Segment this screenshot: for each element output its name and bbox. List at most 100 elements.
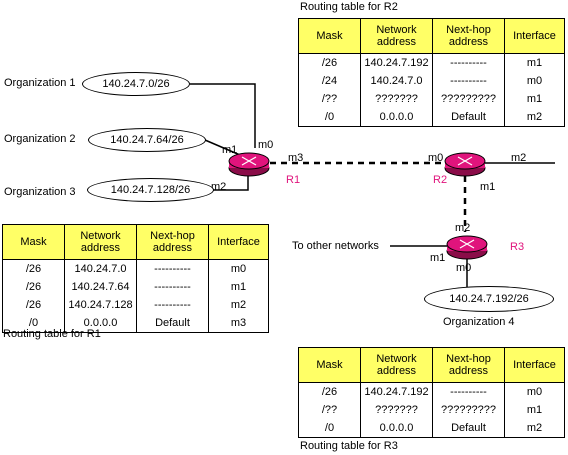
cell-network: 140.24.7.128: [64, 296, 137, 314]
table-row: /26 140.24.7.64 ---------- m1: [2, 278, 269, 296]
table-row: /26 140.24.7.128 ---------- m2: [2, 296, 269, 314]
cell-mask: /26: [2, 296, 65, 314]
cell-interface: m1: [504, 401, 565, 419]
cell-nexthop: ----------: [136, 296, 209, 314]
router-r1-label: R1: [286, 174, 301, 186]
col-header-interface: Interface: [208, 224, 269, 260]
cell-network: 140.24.7.192: [360, 382, 433, 401]
col-header-network: Network address: [360, 18, 433, 54]
cell-nexthop: ?????????: [432, 90, 505, 108]
cell-interface: m1: [504, 53, 565, 72]
col-header-network: Network address: [64, 224, 137, 260]
cell-network: 0.0.0.0: [64, 314, 137, 333]
cell-nexthop: Default: [432, 108, 505, 127]
r1-iface-m3: m3: [288, 152, 304, 164]
table-r3-caption: Routing table for R3: [300, 440, 398, 452]
col-header-mask: Mask: [298, 18, 361, 54]
cell-nexthop: ----------: [136, 259, 209, 278]
col-header-mask: Mask: [298, 347, 361, 383]
cell-interface: m1: [208, 278, 269, 296]
link-org2-r1: [204, 139, 241, 156]
org4-network: 140.24.7.192/26: [424, 286, 554, 312]
col-header-nexthop: Next-hop address: [136, 224, 209, 260]
routing-table-r2: Mask Network address Next-hop address In…: [298, 18, 565, 127]
cell-nexthop: ----------: [432, 72, 505, 90]
table-row: /?? ??????? ????????? m1: [298, 401, 565, 419]
cell-network: 140.24.7.64: [64, 278, 137, 296]
cell-interface: m2: [208, 296, 269, 314]
r3-iface-m0: m0: [456, 262, 472, 274]
r2-iface-m2: m2: [511, 152, 527, 164]
org1-label: Organization 1: [4, 77, 76, 89]
table-header-row: Mask Network address Next-hop address In…: [2, 224, 269, 260]
cell-nexthop: ----------: [136, 278, 209, 296]
r1-iface-m0: m0: [258, 139, 274, 151]
router-r1-icon: [228, 152, 270, 177]
table-r2-caption: Routing table for R2: [300, 1, 398, 13]
col-header-nexthop: Next-hop address: [432, 347, 505, 383]
other-networks-label: To other networks: [292, 240, 379, 252]
cell-mask: /26: [2, 278, 65, 296]
cell-network: ???????: [360, 401, 433, 419]
table-row: /0 0.0.0.0 Default m2: [298, 419, 565, 438]
r1-iface-m2: m2: [211, 181, 227, 193]
cell-network: 140.24.7.0: [360, 72, 433, 90]
cell-mask: /??: [298, 401, 361, 419]
cell-network: 140.24.7.192: [360, 53, 433, 72]
router-r2-icon: [444, 152, 486, 177]
cell-mask: /0: [298, 419, 361, 438]
cell-interface: m0: [208, 259, 269, 278]
link-org3-r1: [213, 176, 249, 191]
table-row: /0 0.0.0.0 Default m3: [2, 314, 269, 333]
cell-mask: /0: [2, 314, 65, 333]
cell-nexthop: ?????????: [432, 401, 505, 419]
link-org1-r1: [190, 83, 256, 148]
cell-network: 0.0.0.0: [360, 419, 433, 438]
table-r1-caption: Routing table for R1: [3, 328, 101, 340]
table-row: /26 140.24.7.0 ---------- m0: [2, 259, 269, 278]
cell-network: ???????: [360, 90, 433, 108]
cell-interface: m2: [504, 419, 565, 438]
r2-iface-m1: m1: [480, 181, 496, 193]
col-header-interface: Interface: [504, 347, 565, 383]
cell-interface: m3: [208, 314, 269, 333]
cell-mask: /26: [2, 259, 65, 278]
col-header-mask: Mask: [2, 224, 65, 260]
cell-nexthop: Default: [432, 419, 505, 438]
cell-nexthop: ----------: [432, 382, 505, 401]
org4-label: Organization 4: [443, 316, 515, 328]
cell-nexthop: Default: [136, 314, 209, 333]
cell-mask: /??: [298, 90, 361, 108]
r3-iface-m2: m2: [455, 222, 471, 234]
cell-interface: m1: [504, 90, 565, 108]
router-r3-label: R3: [510, 241, 525, 253]
router-r3-icon: [446, 235, 488, 260]
cell-nexthop: ----------: [432, 53, 505, 72]
cell-mask: /26: [298, 53, 361, 72]
cell-interface: m0: [504, 382, 565, 401]
org3-label: Organization 3: [4, 186, 76, 198]
table-row: /?? ??????? ????????? m1: [298, 90, 565, 108]
table-row: /24 140.24.7.0 ---------- m0: [298, 72, 565, 90]
routing-table-r3: Mask Network address Next-hop address In…: [298, 347, 565, 438]
routing-table-r1: Mask Network address Next-hop address In…: [2, 224, 269, 333]
org3-network: 140.24.7.128/26: [87, 178, 214, 202]
table-row: /26 140.24.7.192 ---------- m0: [298, 382, 565, 401]
cell-interface: m0: [504, 72, 565, 90]
cell-network: 0.0.0.0: [360, 108, 433, 127]
col-header-network: Network address: [360, 347, 433, 383]
cell-mask: /26: [298, 382, 361, 401]
r2-iface-m0: m0: [428, 152, 444, 164]
org1-network: 140.24.7.0/26: [82, 72, 190, 96]
router-r2-label: R2: [433, 174, 448, 186]
table-row: /26 140.24.7.192 ---------- m1: [298, 53, 565, 72]
table-row: /0 0.0.0.0 Default m2: [298, 108, 565, 127]
cell-interface: m2: [504, 108, 565, 127]
col-header-interface: Interface: [504, 18, 565, 54]
cell-mask: /24: [298, 72, 361, 90]
table-header-row: Mask Network address Next-hop address In…: [298, 18, 565, 54]
cell-mask: /0: [298, 108, 361, 127]
table-header-row: Mask Network address Next-hop address In…: [298, 347, 565, 383]
col-header-nexthop: Next-hop address: [432, 18, 505, 54]
